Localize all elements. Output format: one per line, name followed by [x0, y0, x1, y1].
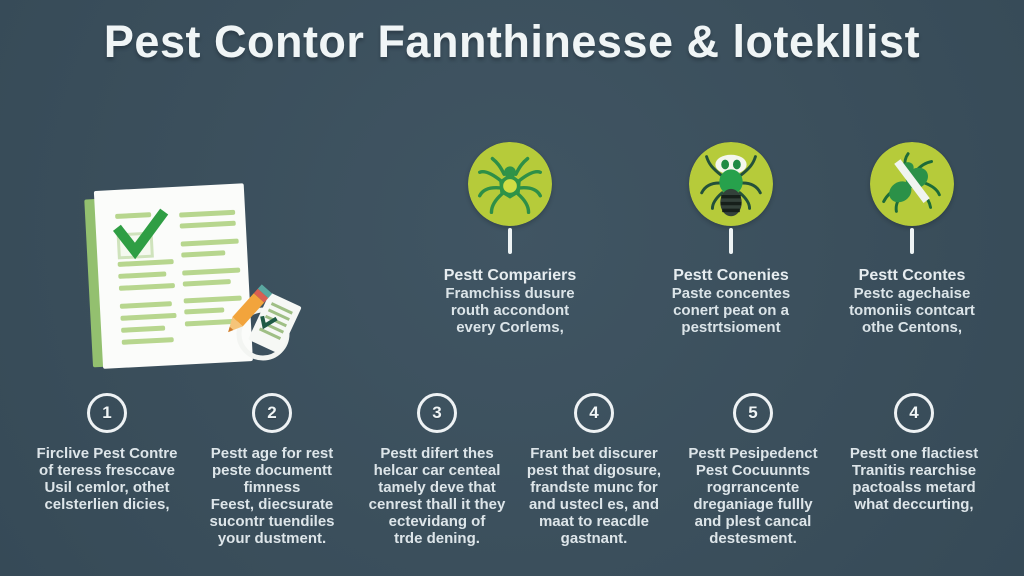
page-title: Pest Contor Fannthinesse & lotekllist — [103, 16, 921, 67]
step-text: peste documentt — [211, 462, 332, 479]
step-text: celsterlien dicies, — [44, 496, 170, 513]
step-text: gastnant. — [560, 530, 628, 547]
step-text: helcar car centeal — [373, 462, 501, 479]
feature-text: routh accondont — [450, 302, 570, 319]
step-text: Pestt age for rest — [210, 445, 334, 462]
step-text: ectevidang of — [388, 513, 486, 530]
step-number: 1 — [102, 403, 112, 422]
step-item-1: 1 Firclive Pest Contre of teress frescca… — [25, 393, 189, 513]
step-text: dreganiage fullly — [693, 496, 813, 513]
spider-icon — [468, 142, 552, 226]
step-number: 2 — [267, 403, 277, 422]
step-text: frandste munc for — [530, 479, 658, 496]
checklist-illustration — [78, 168, 313, 373]
step-number: 4 — [909, 403, 919, 422]
step-text: tamely deve that — [378, 479, 496, 496]
step-text: Frant bet discurer — [530, 445, 658, 462]
step-item-2: 2 Pestt age for rest peste documentt fim… — [190, 393, 354, 547]
step-text: Pestt Pesipedenct — [688, 445, 818, 462]
step-number-badge: 4 — [574, 393, 614, 433]
step-number-badge: 5 — [733, 393, 773, 433]
feature-heading: Pestt Conenies — [673, 267, 789, 284]
step-text: Pest Cocuunnts — [695, 462, 811, 479]
step-text: sucontr tuendiles — [209, 513, 335, 530]
step-number: 4 — [589, 403, 599, 422]
fly-icon — [689, 142, 773, 226]
connector-line — [910, 228, 914, 254]
feature-text: every Corlems, — [456, 319, 564, 336]
step-text: Firclive Pest Contre — [36, 445, 178, 462]
checklist-document-icon — [84, 183, 302, 369]
step-text: Usil cemlor, othet — [44, 479, 170, 496]
pencil-icon — [228, 284, 273, 333]
step-number: 5 — [748, 403, 758, 422]
feature-text: Framchiss dusure — [445, 285, 575, 302]
step-text: trde dening. — [394, 530, 480, 547]
step-text: pest that digosure, — [526, 462, 662, 479]
step-text: maat to reacdle — [538, 513, 650, 530]
feature-heading: Pestt Ccontes — [858, 267, 966, 284]
step-text: and ustecl es, and — [528, 496, 660, 513]
step-text: Pestt difert thes — [380, 445, 494, 462]
feature-pest-companies: Pestt Compariers Framchiss dusure routh … — [422, 142, 598, 336]
step-item-6: 4 Pestt one flactiest Tranitis rearchise… — [832, 393, 996, 513]
step-text: Pestt one flactiest — [849, 445, 979, 462]
step-text: what deccurting, — [854, 496, 974, 513]
step-item-3: 3 Pestt difert thes helcar car centeal t… — [355, 393, 519, 547]
crossed-bug-icon — [870, 142, 954, 226]
step-text: fimness — [243, 479, 301, 496]
connector-line — [729, 228, 733, 254]
step-number-badge: 1 — [87, 393, 127, 433]
step-number: 3 — [432, 403, 442, 422]
connector-line — [508, 228, 512, 254]
feature-text: pestrtsioment — [681, 319, 781, 336]
step-text: your dustment. — [217, 530, 327, 547]
feature-pest-concentrates: Pestt Conenies Paste concentes conert pe… — [643, 142, 819, 336]
feature-pest-contents: Pestt Ccontes Pestc agechaise tomoniis c… — [824, 142, 1000, 336]
step-text: Feest, diecsurate — [210, 496, 334, 513]
step-item-4: 4 Frant bet discurer pest that digosure,… — [512, 393, 676, 547]
feature-text: tomoniis contcart — [849, 302, 975, 319]
step-text: and plest cancal — [694, 513, 812, 530]
step-number-badge: 3 — [417, 393, 457, 433]
step-item-5: 5 Pestt Pesipedenct Pest Cocuunnts rogrr… — [671, 393, 835, 547]
step-text: rogrrancente — [706, 479, 800, 496]
step-text: of teress fresccave — [39, 462, 175, 479]
feature-text: Pestc agechaise — [853, 285, 971, 302]
step-number-badge: 4 — [894, 393, 934, 433]
feature-text: conert peat on a — [673, 302, 789, 319]
step-text: cenrest thall it they — [368, 496, 506, 513]
feature-heading: Pestt Compariers — [443, 267, 577, 284]
step-text: pactoalss metard — [852, 479, 976, 496]
step-text: destesment. — [709, 530, 797, 547]
step-number-badge: 2 — [252, 393, 292, 433]
feature-text: othe Centons, — [862, 319, 962, 336]
feature-text: Paste concentes — [671, 285, 791, 302]
step-text: Tranitis rearchise — [851, 462, 977, 479]
